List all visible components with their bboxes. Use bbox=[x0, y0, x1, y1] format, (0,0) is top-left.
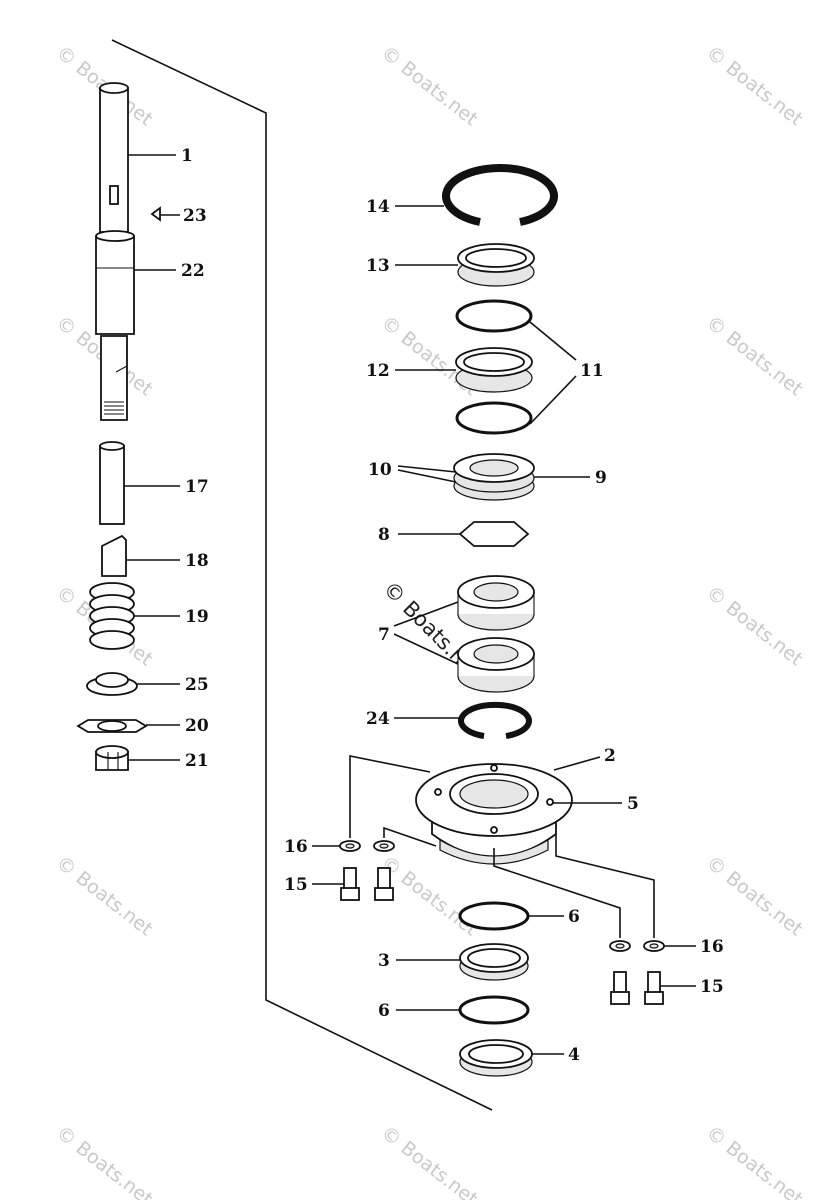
callout-12: 12 bbox=[366, 361, 390, 381]
seal-9 bbox=[453, 453, 535, 501]
callout-24: 24 bbox=[366, 709, 390, 729]
ring-12 bbox=[455, 347, 533, 393]
bolt-15c bbox=[610, 971, 630, 1005]
watermark: © Boats.net bbox=[702, 852, 807, 941]
callout-20: 20 bbox=[185, 716, 209, 736]
clip-18 bbox=[101, 534, 127, 577]
spring-19 bbox=[89, 582, 135, 650]
callout-labels: 1 23 22 17 18 19 25 20 21 14 13 12 11 10… bbox=[181, 146, 724, 1065]
seal-ring-11a bbox=[455, 299, 533, 333]
washer-16c bbox=[609, 940, 631, 952]
watermark: © Boats.net bbox=[377, 42, 482, 131]
bolt-15d bbox=[644, 971, 664, 1005]
bolt-15b bbox=[374, 867, 394, 901]
watermark: © Boats.net bbox=[702, 42, 807, 131]
pin-17 bbox=[99, 441, 125, 525]
callout-22: 22 bbox=[181, 261, 205, 281]
callout-2: 2 bbox=[604, 746, 616, 766]
washer-16b bbox=[373, 840, 395, 852]
snap-ring-24 bbox=[458, 701, 532, 739]
ring-13 bbox=[457, 243, 535, 287]
nut-21 bbox=[95, 745, 129, 771]
o-ring-6b bbox=[458, 995, 530, 1025]
callout-11: 11 bbox=[580, 361, 604, 381]
watermark: © Boats.net bbox=[702, 1122, 807, 1200]
callout-25: 25 bbox=[185, 675, 209, 695]
callout-16-right: 16 bbox=[700, 937, 724, 957]
bearing-7a bbox=[457, 575, 535, 631]
callout-15-left: 15 bbox=[284, 875, 308, 895]
callout-18: 18 bbox=[185, 551, 209, 571]
callout-6-lower: 6 bbox=[378, 1001, 390, 1021]
callout-14: 14 bbox=[366, 197, 390, 217]
callout-1: 1 bbox=[181, 146, 193, 166]
callout-7: 7 bbox=[378, 625, 390, 645]
bolt-15a bbox=[340, 867, 360, 901]
callout-16-left: 16 bbox=[284, 837, 308, 857]
ring-4 bbox=[459, 1039, 533, 1077]
watermark: © Boats.net bbox=[52, 852, 157, 941]
lock-washer-8 bbox=[458, 521, 530, 547]
alignment-line bbox=[493, 848, 621, 938]
ring-3 bbox=[459, 943, 529, 981]
seal-ring-11b bbox=[455, 401, 533, 435]
callout-5: 5 bbox=[627, 794, 639, 814]
snap-ring-14 bbox=[442, 164, 558, 226]
washer-25 bbox=[86, 672, 138, 696]
watermark: © Boats.net bbox=[702, 312, 807, 401]
tab-washer-20 bbox=[76, 719, 148, 733]
callout-17: 17 bbox=[185, 477, 209, 497]
alignment-line bbox=[555, 834, 655, 938]
callout-8: 8 bbox=[378, 525, 390, 545]
callout-4: 4 bbox=[568, 1045, 580, 1065]
callout-10: 10 bbox=[368, 460, 392, 480]
washer-16a bbox=[339, 840, 361, 852]
alignment-line bbox=[383, 826, 437, 847]
watermark: © Boats.net bbox=[52, 1122, 157, 1200]
washer-16d bbox=[643, 940, 665, 952]
shaft-key bbox=[150, 206, 161, 222]
callout-3: 3 bbox=[378, 951, 390, 971]
alignment-line bbox=[349, 755, 431, 838]
assembly-bracket-line bbox=[111, 39, 493, 1111]
watermark: © Boats.net bbox=[377, 1122, 482, 1200]
drive-shaft bbox=[95, 82, 135, 421]
callout-13: 13 bbox=[366, 256, 390, 276]
leader-lines bbox=[124, 154, 696, 1055]
o-ring-6a bbox=[458, 901, 530, 931]
callout-21: 21 bbox=[185, 751, 209, 771]
callout-9: 9 bbox=[595, 468, 607, 488]
callout-6-upper: 6 bbox=[568, 907, 580, 927]
watermark: © Boats.net bbox=[702, 582, 807, 671]
housing-2 bbox=[415, 763, 573, 865]
bearing-7b bbox=[457, 637, 535, 693]
callout-15-right: 15 bbox=[700, 977, 724, 997]
callout-19: 19 bbox=[185, 607, 209, 627]
callout-23: 23 bbox=[183, 206, 207, 226]
